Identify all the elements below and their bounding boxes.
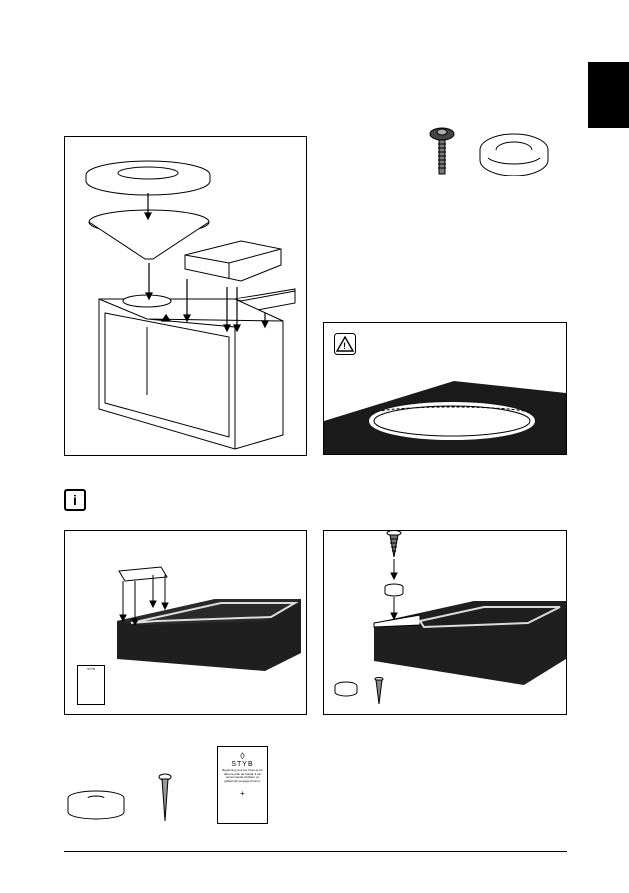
template-brand: STYB (231, 761, 254, 768)
language-tab (588, 62, 629, 128)
template-crosshair-icon: + (240, 789, 245, 799)
exploded-assembly-panel (64, 136, 307, 456)
ring-plate-hole (117, 166, 179, 180)
template-instructions: Beginning pour les trous et vis dans le … (222, 768, 263, 783)
wood-screw-icon (158, 773, 172, 828)
washer-screw-icon (429, 127, 455, 175)
foot-pad-thumbnail-icon (334, 681, 358, 697)
cabinet-sink-opening (122, 294, 172, 308)
cone-basin-body (88, 221, 210, 260)
countertop-seal-illustration (324, 381, 566, 454)
warning-icon: ! (334, 333, 356, 355)
drill-template-thumbnail: STYB (77, 665, 105, 705)
template-placement-panel: STYB (64, 530, 307, 715)
screw-thumbnail-icon (374, 677, 384, 705)
thumbnail-brand: STYB (87, 667, 95, 671)
hardware-parts (420, 124, 570, 180)
foot-pad-install-panel (323, 530, 567, 715)
info-icon: i (64, 489, 86, 511)
warning-symbol: ! (343, 341, 346, 351)
warning-panel: ! (323, 322, 567, 455)
exploded-assembly-illustration (85, 160, 296, 450)
template-placement-illustration (117, 566, 301, 671)
template-drop-icon: ◊ (240, 751, 245, 761)
sealing-tape-roll-icon (478, 126, 550, 177)
foot-pad-install-illustration (373, 531, 566, 685)
foot-pad-icon (66, 790, 126, 827)
footer-rule (64, 851, 567, 852)
center-mark (160, 313, 172, 322)
drill-template-icon: ◊ STYB Beginning pour les trous et vis d… (217, 746, 268, 824)
